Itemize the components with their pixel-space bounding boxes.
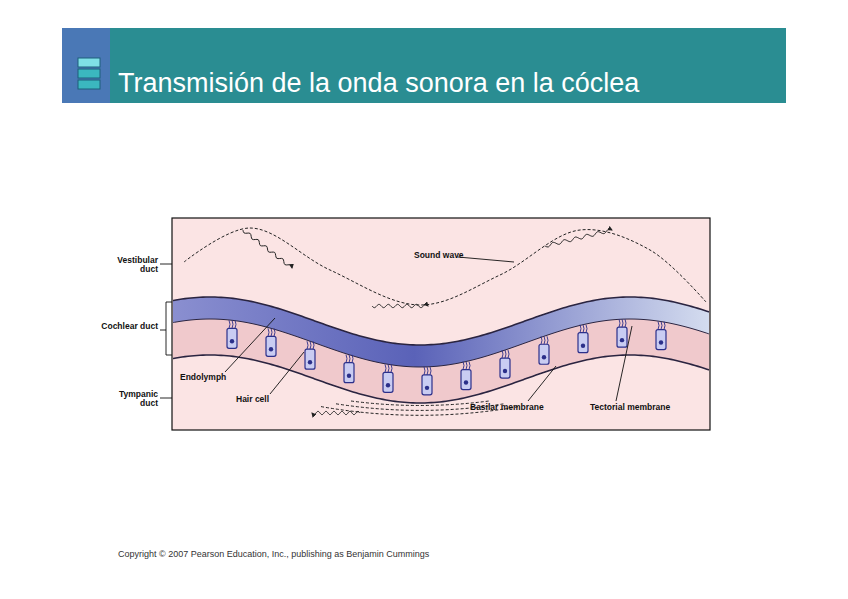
part-label: Endolymph — [180, 373, 226, 382]
illustration-frame — [172, 218, 710, 430]
leader-line — [160, 264, 172, 265]
vibration-arc — [351, 401, 489, 406]
leader-line — [458, 257, 514, 262]
propagation-arrow — [545, 229, 612, 247]
part-label: Sound wave — [414, 251, 464, 260]
hair-cell-symbol — [227, 320, 237, 348]
hair-cell-symbol — [422, 367, 432, 395]
leader-line — [225, 318, 275, 372]
part-label: Tectorial membrane — [590, 403, 670, 412]
leader-line — [616, 326, 632, 401]
hair-cell-symbol — [461, 362, 471, 390]
hair-cell-symbol — [539, 336, 549, 364]
duct-label: Cochlear duct — [100, 322, 158, 331]
header-bar — [62, 28, 786, 103]
slide-title: Transmisión de la onda sonora en la cócl… — [118, 68, 639, 99]
leader-line — [160, 398, 172, 399]
leader-line — [166, 302, 167, 355]
hair-cell-symbol — [305, 341, 315, 369]
hair-cell-symbol — [344, 355, 354, 383]
header-icon — [78, 80, 100, 89]
sound-wave — [184, 228, 706, 305]
duct-label: Vestibular duct — [100, 256, 158, 275]
leader-line — [160, 330, 166, 331]
leader-line — [166, 355, 172, 356]
hair-cell-symbol — [266, 328, 276, 356]
copyright-note: Copyright © 2007 Pearson Education, Inc.… — [118, 549, 429, 559]
hair-cell-symbol — [656, 322, 666, 350]
leader-line — [270, 352, 304, 394]
membrane-edge — [173, 297, 709, 345]
tectorial-membrane — [173, 297, 709, 367]
hair-cell-symbol — [383, 364, 393, 392]
leader-line — [166, 302, 172, 303]
header-icon — [78, 69, 100, 78]
part-label: Hair cell — [236, 395, 269, 404]
hair-cell-symbol — [617, 319, 627, 347]
propagation-arrow — [243, 230, 292, 268]
propagation-arrow — [312, 411, 360, 414]
header-icon — [78, 58, 100, 67]
part-label: Basilar membrane — [470, 403, 544, 412]
duct-label: Tympanic duct — [100, 390, 158, 409]
propagation-arrow — [372, 304, 428, 307]
leader-line — [528, 366, 556, 401]
hair-cell-symbol — [500, 350, 510, 378]
header-block — [62, 28, 110, 103]
hair-cell-symbol — [578, 325, 588, 353]
